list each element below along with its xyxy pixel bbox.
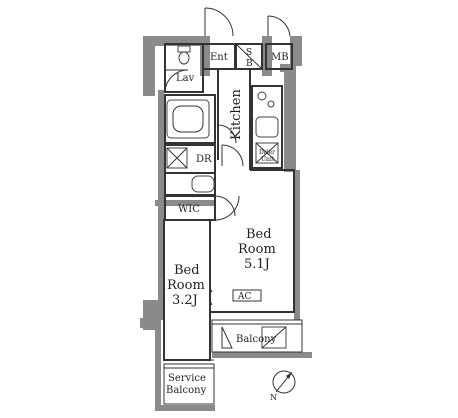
label-balcony: Balcony [236,334,277,345]
washbasin-icon [191,175,215,193]
stove-burner-icon [257,91,267,101]
compass-north-label: N [270,393,277,402]
label-sb-bottom: B [246,59,253,69]
toilet-bowl-icon [178,51,190,65]
label-service-balcony-2: Balcony [166,385,207,396]
label-bedroom-small-1: Bed [174,263,200,278]
compass-icon: N [270,370,296,402]
label-sb-top: S [246,48,252,58]
label-kitchen: Kitchen [229,89,244,140]
label-ac: AC [237,292,251,302]
label-dryer-bottom: Unit [261,156,275,163]
label-bedroom-main-3: 5.1J [244,257,270,272]
interior-walls [163,43,303,405]
room-labels: Ent S B MB Lav Kitchen DR Drier Unit WIC… [166,48,289,396]
dryer-unit-icon [255,142,279,164]
label-dryer-top: Drier [259,149,275,156]
label-dr: DR [196,154,212,165]
toilet-icon [177,45,191,53]
laundry-pan-icon [166,147,188,169]
label-ent: Ent [210,52,228,63]
label-bedroom-main-2: Room [238,242,276,257]
label-bedroom-small-3: 3.2J [172,293,198,308]
label-service-balcony-1: Service [168,373,206,384]
doors [164,7,291,306]
label-bedroom-small-2: Room [167,278,205,293]
label-bedroom-main-1: Bed [246,227,272,242]
outdoor-unit-icon [261,326,287,349]
bathtub-icon [166,99,210,139]
label-mb: MB [271,52,289,63]
fixtures [166,43,287,349]
label-lav: Lav [176,73,195,84]
sink-icon [255,116,279,138]
stove-burner-icon-2 [267,100,275,108]
ac-box [232,289,262,302]
label-wic: WIC [178,204,200,215]
